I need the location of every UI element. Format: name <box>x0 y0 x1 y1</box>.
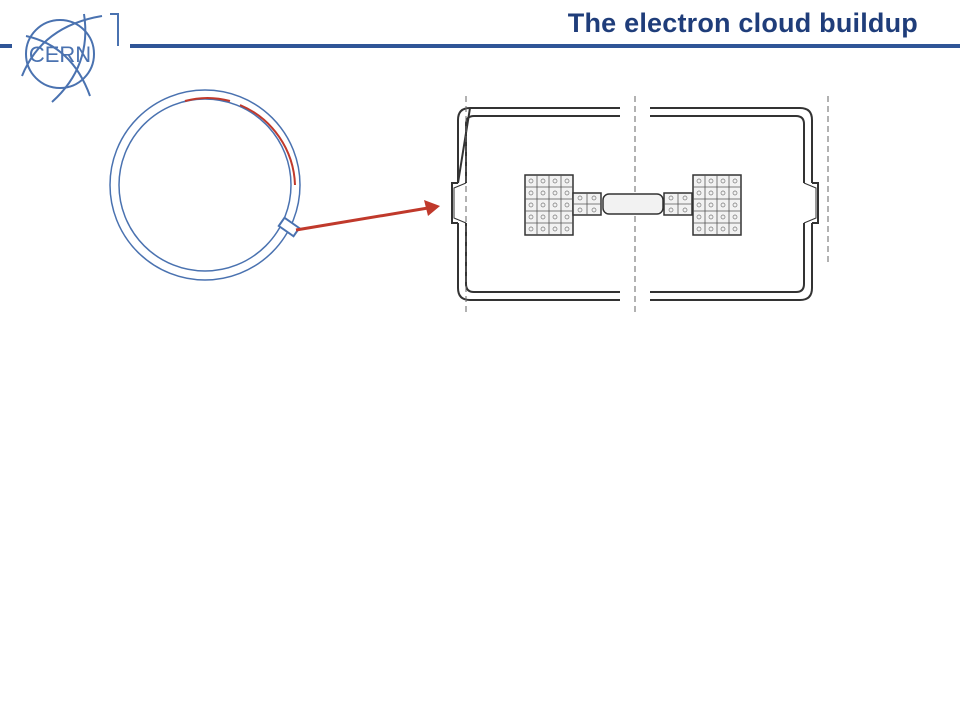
chamber-cross-section <box>451 96 829 316</box>
header-rule <box>0 44 960 48</box>
selection-box <box>277 216 301 238</box>
accelerator-ring <box>109 89 301 281</box>
cern-logo-text: CERN <box>29 42 91 67</box>
cern-logo: CERN <box>12 6 130 108</box>
page-title: The electron cloud buildup <box>555 8 918 39</box>
beam-segment-highlight <box>184 97 231 102</box>
ring-outer <box>109 89 301 281</box>
ring-inner <box>118 98 292 272</box>
zoom-arrow <box>295 200 440 232</box>
beam-segment-highlight <box>239 104 296 186</box>
